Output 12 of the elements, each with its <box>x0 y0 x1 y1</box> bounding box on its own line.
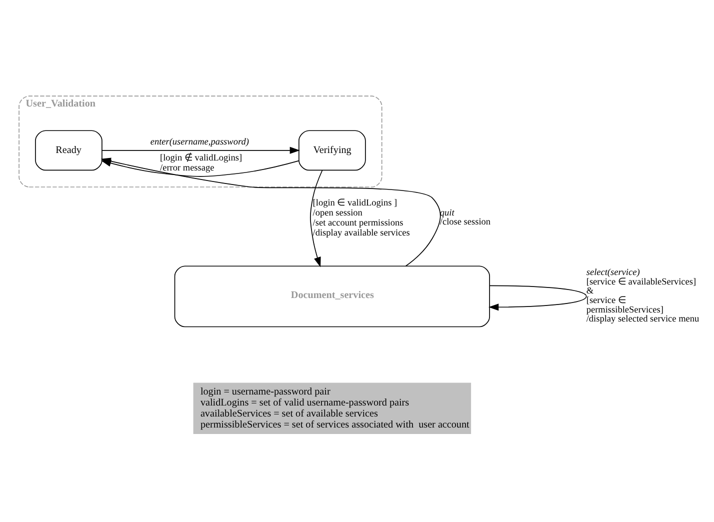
node-box: Document_services <box>174 265 490 327</box>
node-box: Ready <box>35 130 102 170</box>
edge-label: quit /close session <box>440 208 491 228</box>
edge-label: [login ∉ validLogins] /error message <box>160 152 242 173</box>
node-box: login = username-password pair validLogins = set of valid username-password pairs availableServices = set of available services permissibleServices = set of services associated with user account <box>193 382 472 434</box>
node-box: Verifying <box>298 130 366 170</box>
arrow <box>102 146 300 154</box>
edge-label: enter(username,password) <box>150 136 249 147</box>
edge-label: [login ∈ validLogins ] /open session /set account permissions /display available services <box>312 198 410 238</box>
arrow <box>310 169 323 267</box>
arrow <box>488 284 587 310</box>
edge-label: select(service) [service ∈ availableServices] & [service ∈ permissibleServices] /display selected service menu <box>586 268 700 324</box>
